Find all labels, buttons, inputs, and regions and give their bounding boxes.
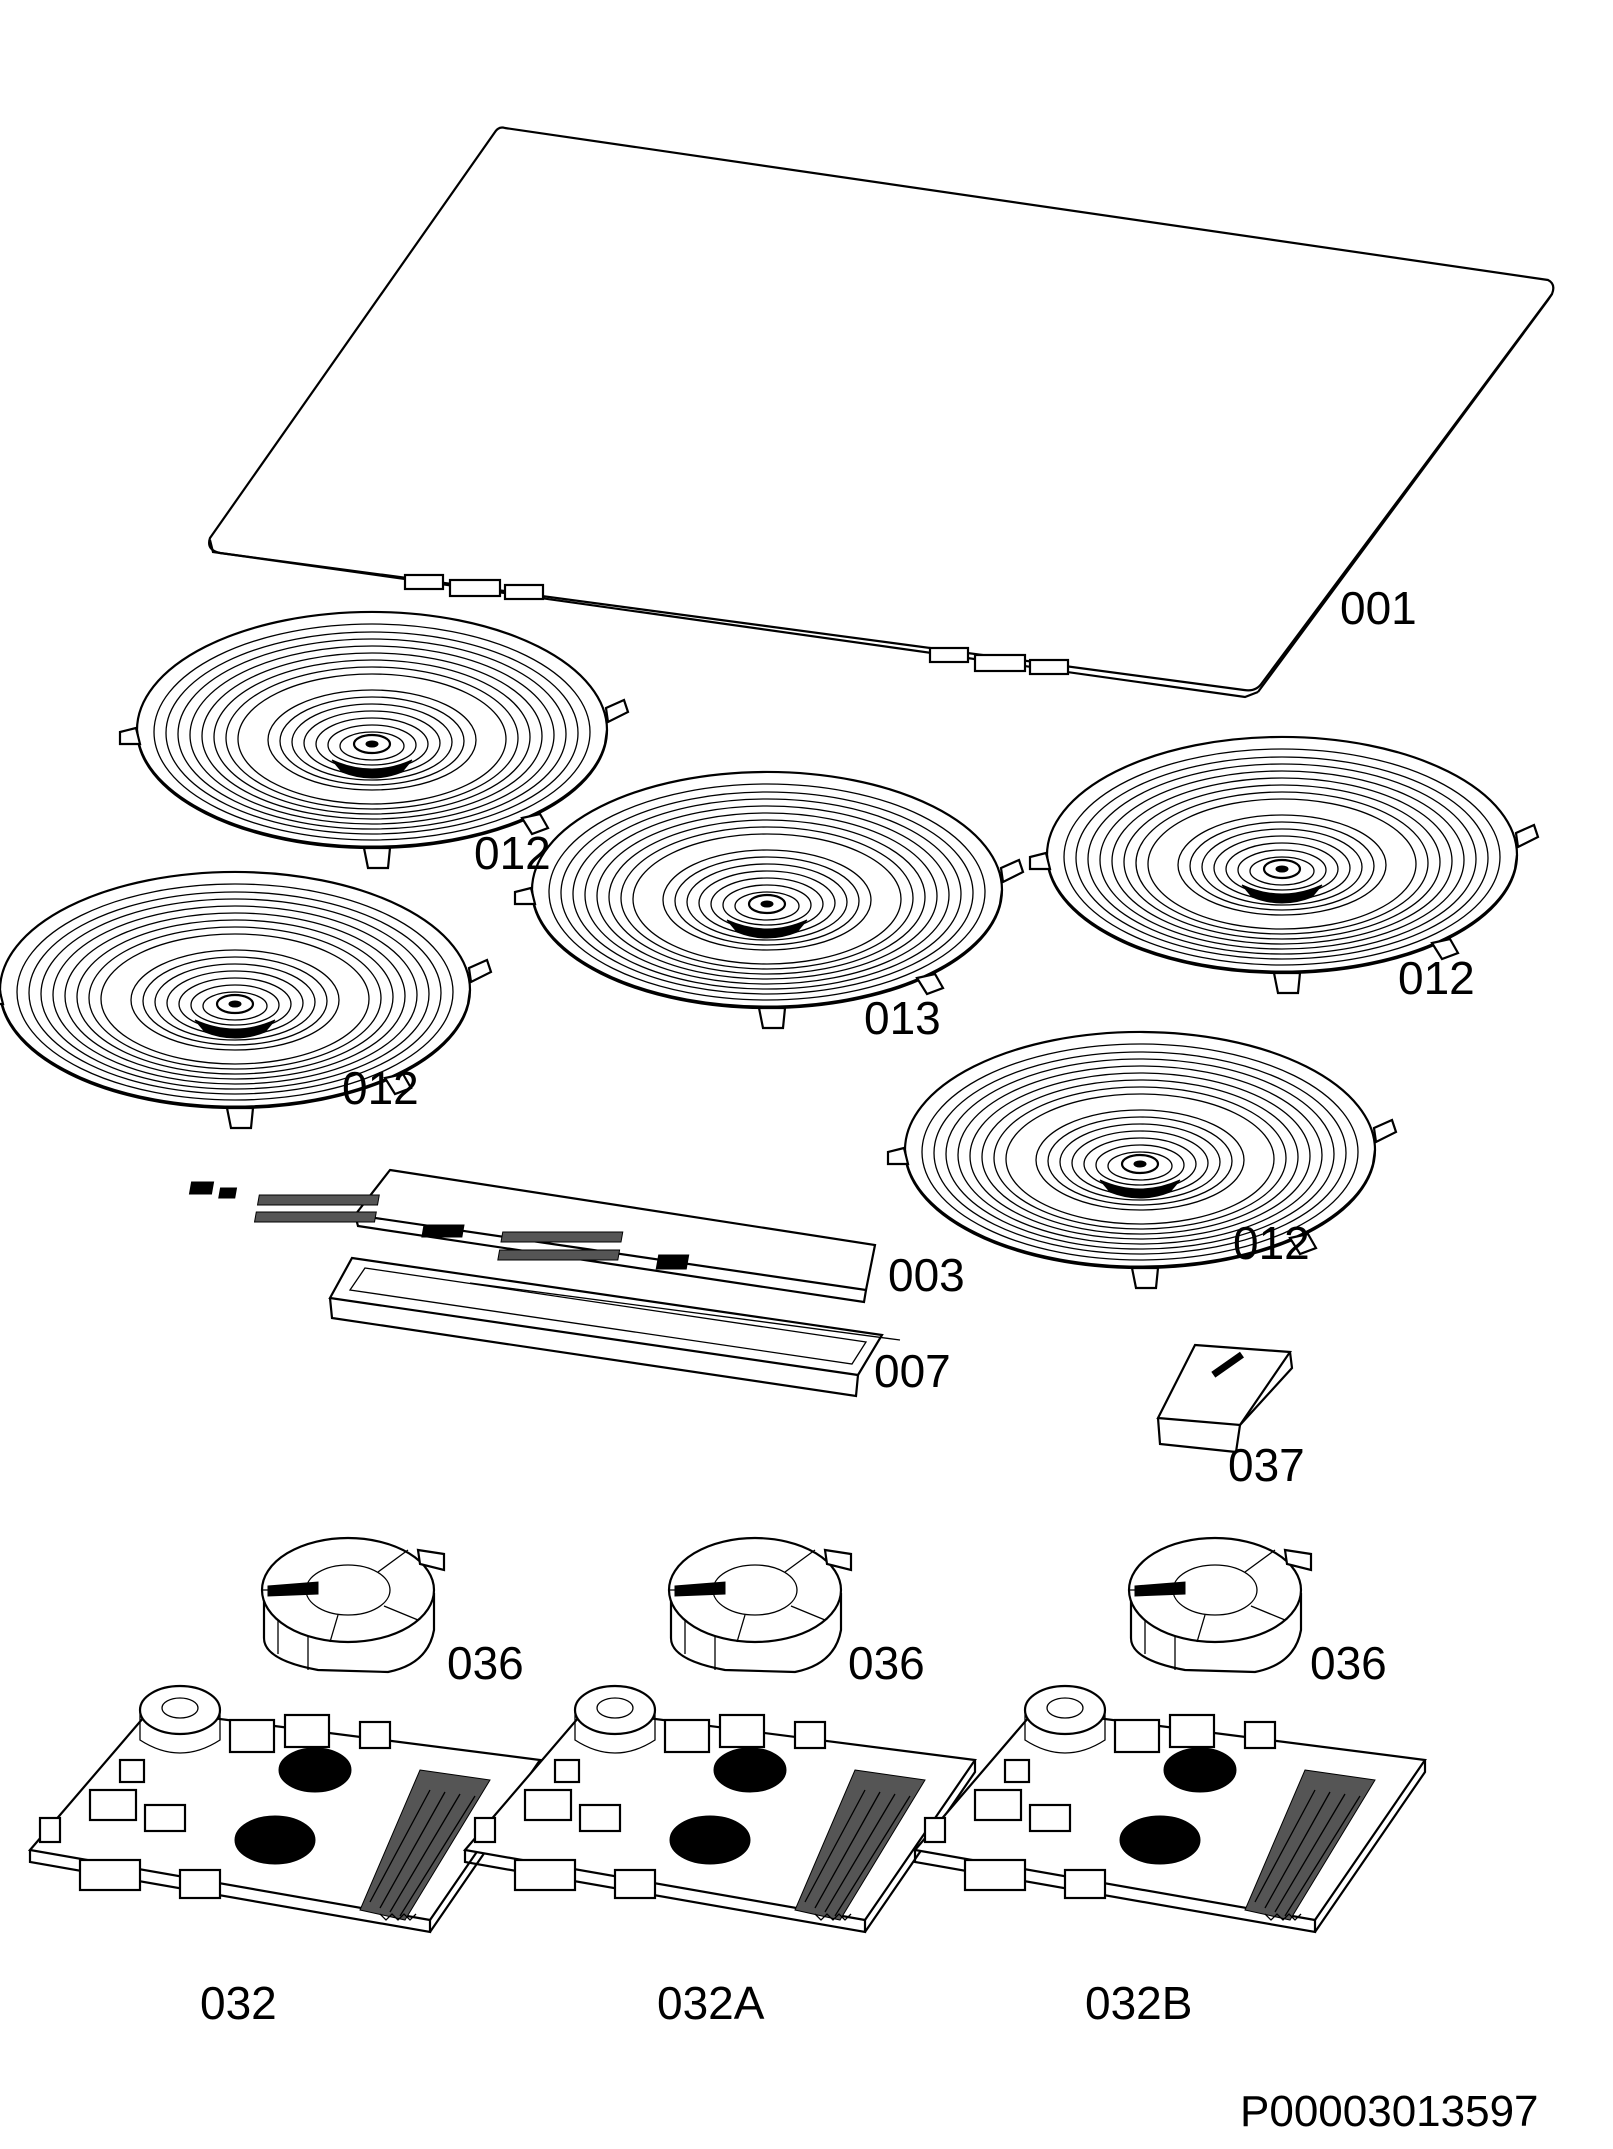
document-id: P00003013597 <box>1240 2087 1539 2136</box>
control-board <box>188 1168 877 1304</box>
label-032B: 032B <box>1085 1977 1193 2029</box>
label-032A: 032A <box>657 1977 765 2029</box>
fan-1 <box>260 1536 446 1674</box>
induction-coil-top-left <box>118 610 630 870</box>
control-frame <box>328 1256 901 1398</box>
induction-coil-center <box>513 770 1025 1030</box>
label-003: 003 <box>888 1249 965 1301</box>
label-012-top-left: 012 <box>474 827 551 879</box>
label-012-front-right: 012 <box>1233 1217 1310 1269</box>
label-013: 013 <box>864 992 941 1044</box>
fan-2 <box>667 1536 853 1674</box>
label-037: 037 <box>1228 1439 1305 1491</box>
label-001: 001 <box>1340 582 1417 634</box>
label-007: 007 <box>874 1345 951 1397</box>
label-012-right: 012 <box>1398 952 1475 1004</box>
label-036-3: 036 <box>1310 1637 1387 1689</box>
power-board-3 <box>913 1684 1427 1934</box>
label-036-2: 036 <box>848 1637 925 1689</box>
module-037 <box>1156 1343 1294 1454</box>
power-board-1 <box>28 1684 542 1934</box>
power-board-2 <box>463 1684 977 1934</box>
label-012-mid-left: 012 <box>342 1062 419 1114</box>
glass-top-plate <box>208 126 1555 699</box>
label-036-1: 036 <box>447 1637 524 1689</box>
fan-3 <box>1127 1536 1313 1674</box>
label-032: 032 <box>200 1977 277 2029</box>
